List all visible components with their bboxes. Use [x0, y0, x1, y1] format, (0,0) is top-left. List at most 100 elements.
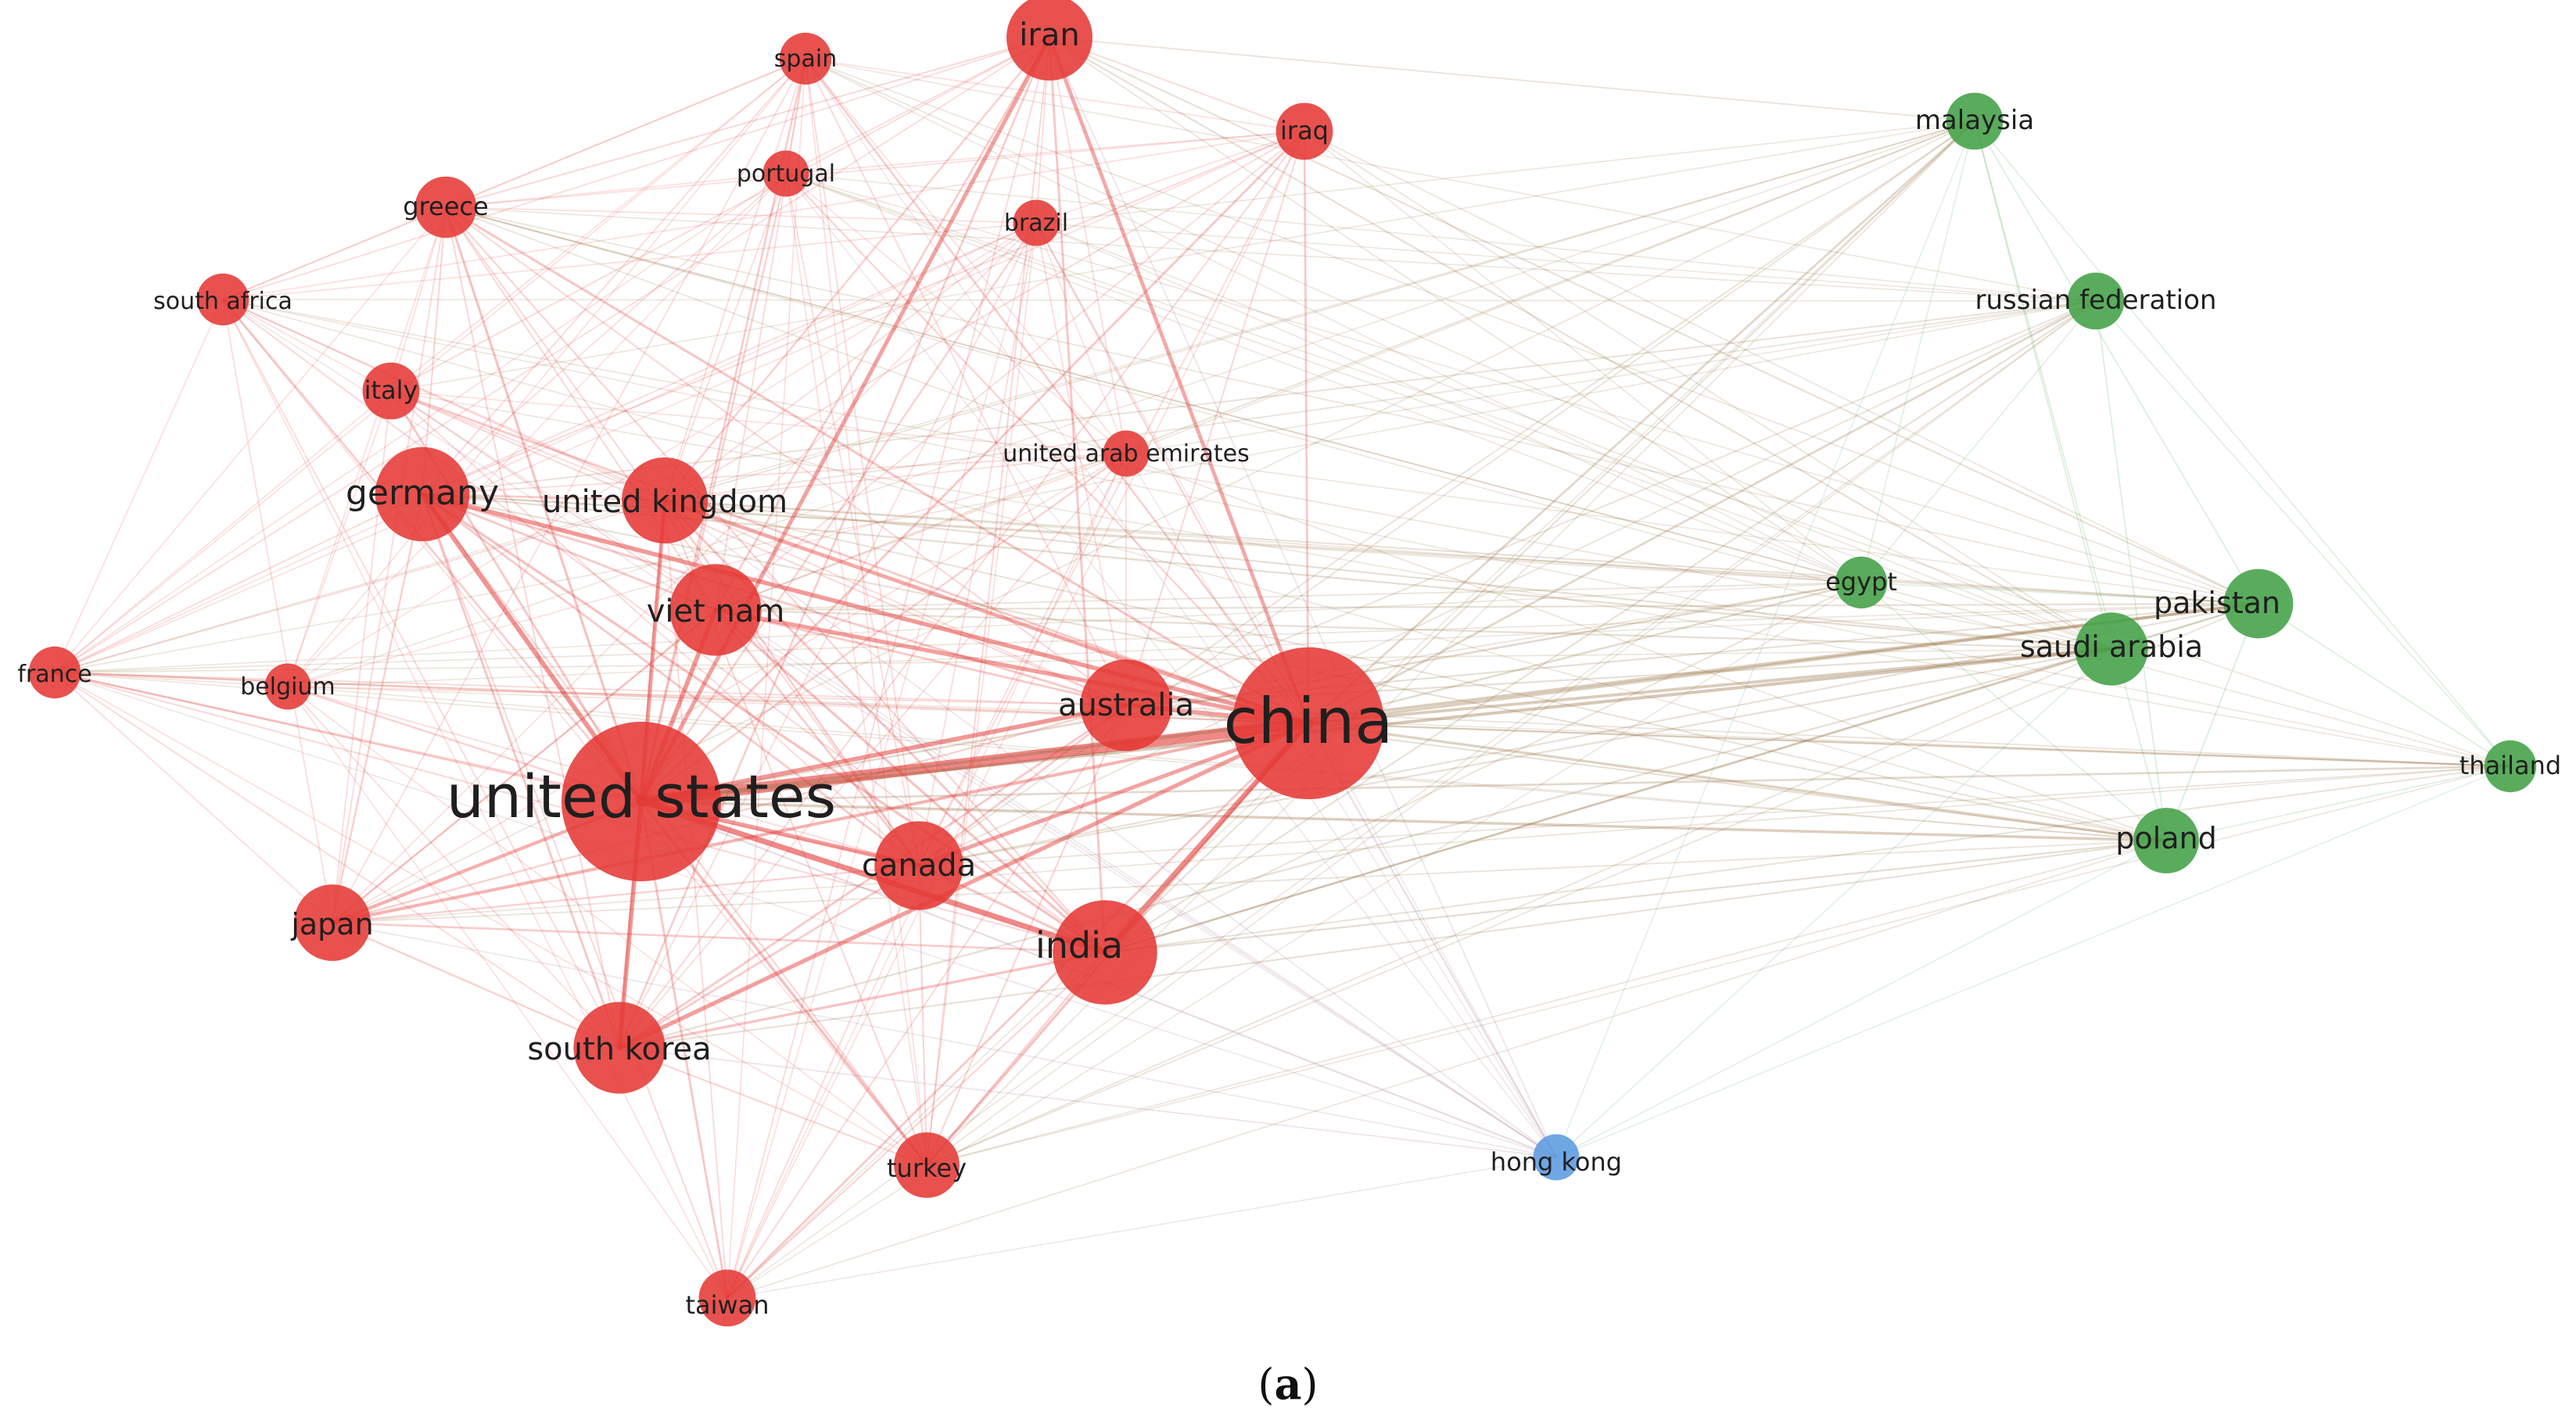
- edge-south_korea-australia: [618, 704, 1128, 1049]
- edge-india-viet_nam: [714, 608, 1107, 954]
- edge-canada-germany: [421, 493, 920, 867]
- edge-viet_nam-malaysia: [715, 120, 1975, 611]
- edge-south_korea-iran: [618, 36, 1051, 1049]
- label-united-arab-emirates: united arab emirates: [1003, 440, 1249, 468]
- edge-russian_federation-thailand: [2095, 300, 2511, 767]
- edge-greece-portugal: [445, 173, 787, 208]
- edge-australia-germany: [421, 493, 1128, 707]
- edge-south_korea-saudi_arabia: [618, 647, 2113, 1049]
- edge-united_states-france: [53, 671, 643, 803]
- edge-greece-egypt: [445, 206, 1862, 583]
- edge-united_kingdom-portugal: [664, 173, 787, 501]
- edge-france-pakistan: [54, 603, 2259, 673]
- edge-china-egypt: [1307, 581, 1863, 725]
- label-italy: italy: [364, 375, 418, 405]
- edge-south_korea-united_arab_emirates: [619, 453, 1127, 1049]
- edge-italy-spain: [390, 58, 806, 392]
- edge-iran-taiwan: [727, 37, 1050, 1299]
- label-france: france: [17, 661, 91, 688]
- edge-japan-iraq: [332, 131, 1305, 923]
- label-canada: canada: [862, 848, 976, 884]
- label-united-states: united states: [447, 762, 837, 831]
- edge-brazil-russian_federation: [1035, 222, 2097, 302]
- edge-belgium-malaysia: [287, 120, 1975, 687]
- label-saudi-arabia: saudi arabia: [2020, 629, 2203, 664]
- edge-india-egypt: [1104, 582, 1862, 953]
- edge-india-iran: [1048, 36, 1107, 954]
- edge-canada-pakistan: [917, 602, 2260, 867]
- edge-india-russian_federation: [1103, 299, 2097, 954]
- node-canada: [874, 821, 963, 910]
- edge-australia-italy: [390, 390, 1127, 706]
- edge-south_africa-thailand: [222, 299, 2511, 767]
- caption-letter: a: [1274, 1359, 1302, 1409]
- edge-united_states-australia: [639, 703, 1128, 804]
- edge-japan-poland: [332, 840, 2167, 923]
- edge-greece-thailand: [445, 206, 2511, 767]
- edge-spain-hong_kong: [805, 58, 1557, 1158]
- node-saudi-arabia: [2075, 612, 2148, 686]
- edge-france-portugal: [54, 173, 787, 673]
- edge-south_korea-brazil: [619, 222, 1037, 1049]
- edge-canada-thailand: [918, 766, 2511, 866]
- node-japan: [294, 884, 371, 961]
- edge-greece-brazil: [445, 206, 1037, 224]
- edge-south_africa-france: [54, 299, 224, 673]
- edge-south_africa-hong_kong: [222, 299, 1557, 1158]
- node-egypt: [1835, 556, 1888, 609]
- edge-egypt-poland: [1860, 582, 2167, 841]
- label-iran: iran: [1019, 17, 1079, 53]
- edge-united_states-portugal: [640, 172, 788, 803]
- edge-japan-thailand: [332, 766, 2511, 923]
- edge-brazil-egypt: [1035, 222, 1862, 583]
- label-thailand: thailand: [2459, 751, 2561, 780]
- edge-germany-france: [54, 493, 423, 673]
- edge-united_kingdom-iran: [663, 36, 1051, 502]
- edge-india-japan: [331, 921, 1107, 954]
- edge-germany-greece: [421, 206, 447, 496]
- edge-china-italy: [389, 389, 1310, 725]
- edge-germany-united_arab_emirates: [422, 453, 1127, 495]
- edge-portugal-united_arab_emirates: [785, 173, 1127, 454]
- edge-australia-belgium: [287, 686, 1127, 706]
- edge-south_africa-iraq: [222, 131, 1305, 300]
- edge-portugal-egypt: [785, 173, 1862, 583]
- edge-united_states-pakistan: [640, 602, 2260, 803]
- label-iraq: iraq: [1280, 116, 1329, 145]
- edge-turkey-france: [54, 672, 927, 1166]
- node-russian-federation: [2067, 272, 2125, 330]
- edge-canada-malaysia: [918, 120, 1975, 866]
- edge-germany-japan: [331, 493, 424, 924]
- edge-germany-brazil: [422, 222, 1037, 495]
- edge-australia-greece: [445, 206, 1127, 706]
- edge-iran-united_arab_emirates: [1049, 37, 1127, 454]
- edge-united_kingdom-france: [54, 500, 666, 673]
- edge-belgium-portugal: [287, 173, 787, 687]
- edge-taiwan-russian_federation: [727, 300, 2097, 1299]
- network-edges: [53, 35, 2512, 1300]
- edge-saudi_arabia-hong_kong: [1555, 648, 2112, 1158]
- node-poland: [2133, 808, 2199, 873]
- edge-china-malaysia: [1307, 120, 1976, 725]
- edge-canada-taiwan: [727, 865, 920, 1299]
- edge-south_africa-poland: [222, 299, 2167, 841]
- label-greece: greece: [403, 192, 488, 221]
- label-india: india: [1035, 924, 1123, 966]
- edge-south_korea-iraq: [619, 131, 1305, 1049]
- edge-germany-spain: [422, 58, 806, 495]
- edge-russian_federation-egypt: [1860, 300, 2097, 583]
- edge-australia-russian_federation: [1125, 300, 2097, 706]
- edge-france-egypt: [54, 582, 1862, 673]
- node-united-arab-emirates: [1103, 430, 1150, 477]
- edge-china-saudi_arabia: [1307, 647, 2113, 725]
- edge-canada-united_arab_emirates: [918, 453, 1127, 866]
- edge-spain-iraq: [805, 58, 1305, 132]
- node-hong-kong: [1533, 1134, 1580, 1181]
- edge-germany-saudi_arabia: [421, 493, 2113, 651]
- edge-turkey-pakistan: [926, 603, 2259, 1166]
- label-spain: spain: [774, 45, 837, 73]
- label-portugal: portugal: [737, 160, 835, 188]
- edge-spain-pakistan: [805, 58, 2259, 604]
- node-united-states: [561, 722, 721, 881]
- edge-greece-iraq: [445, 131, 1305, 208]
